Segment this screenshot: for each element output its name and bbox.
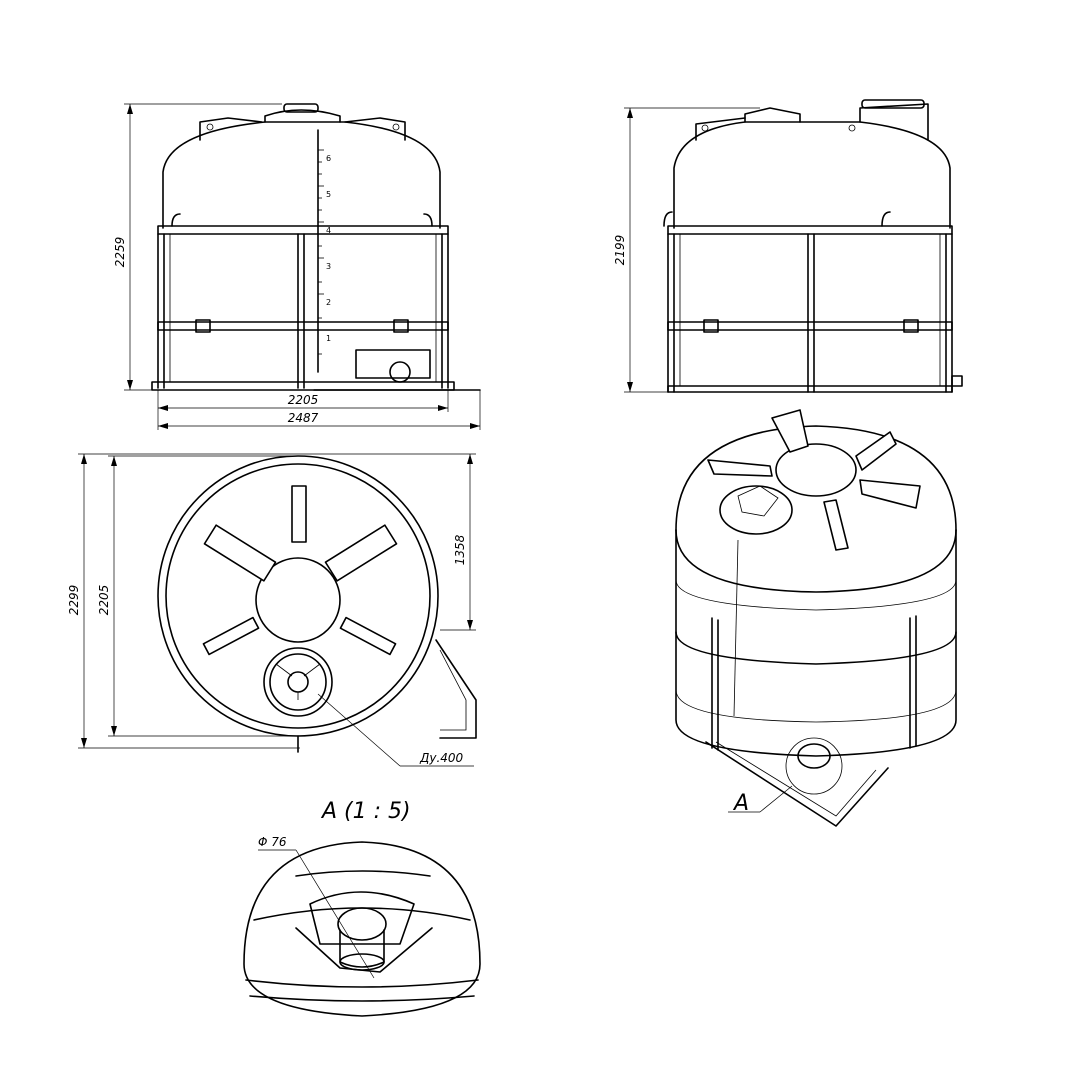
top-rib-northwest bbox=[203, 524, 277, 582]
side-tank-dome bbox=[673, 121, 951, 229]
front-lug-left bbox=[199, 117, 263, 141]
top-hatch-outer bbox=[263, 647, 333, 717]
iso-callout-circle bbox=[785, 737, 843, 795]
iso-rib-southeast bbox=[859, 479, 921, 509]
top-rib-north bbox=[291, 485, 307, 543]
top-rib-northeast bbox=[324, 524, 398, 582]
side-lid bbox=[861, 99, 925, 109]
front-lug-right bbox=[344, 117, 406, 141]
front-scale-mark-4: 4 bbox=[326, 226, 331, 235]
detail-recess bbox=[295, 927, 433, 973]
iso-outlet bbox=[797, 743, 831, 769]
iso-rib-east bbox=[855, 431, 897, 471]
front-frame-mid-rail bbox=[157, 321, 449, 331]
front-view: 1 2 3 4 5 6 2259 2205 2487 bbox=[113, 103, 481, 430]
iso-rib-south bbox=[823, 499, 849, 551]
side-view: 2199 bbox=[613, 99, 963, 393]
side-frame-mid-rail bbox=[667, 321, 953, 331]
front-bolt-left bbox=[195, 319, 211, 333]
iso-callout-label: A bbox=[732, 791, 749, 816]
top-hatch-inner bbox=[269, 653, 327, 711]
top-inner-rim bbox=[165, 463, 431, 729]
front-lid bbox=[283, 103, 319, 113]
top-hatch-leader bbox=[317, 693, 401, 767]
iso-level-scale bbox=[733, 539, 739, 717]
isometric-view: A bbox=[675, 409, 957, 827]
front-scale-mark-2: 2 bbox=[326, 298, 331, 307]
side-tank-neck bbox=[744, 107, 801, 123]
detail-outline bbox=[243, 841, 481, 1017]
detail-fitting-bottom bbox=[339, 953, 385, 971]
iso-hatch-cover bbox=[737, 485, 779, 517]
front-scale-mark-6: 6 bbox=[326, 154, 331, 163]
side-lid-housing bbox=[859, 103, 929, 141]
detail-diameter-label: Φ 76 bbox=[258, 835, 287, 849]
front-scale-mark-3: 3 bbox=[326, 262, 331, 271]
iso-rib-west bbox=[707, 459, 773, 477]
top-rib-southeast bbox=[339, 616, 397, 656]
front-scale-mark-5: 5 bbox=[326, 190, 331, 199]
detail-title: A (1 : 5) bbox=[320, 799, 411, 824]
top-hatch-label: Ду.400 bbox=[419, 751, 464, 765]
top-outer-label: 2299 bbox=[67, 585, 81, 616]
front-scale-mark-1: 1 bbox=[326, 334, 331, 343]
top-offset-label: 1358 bbox=[453, 534, 467, 565]
side-height-label: 2199 bbox=[613, 235, 627, 266]
iso-dome-top bbox=[675, 425, 957, 531]
front-tank-dome bbox=[162, 121, 441, 229]
front-outlet-recess bbox=[355, 349, 431, 379]
iso-dome-rim bbox=[675, 529, 957, 593]
iso-body bbox=[675, 529, 957, 757]
iso-mid-band bbox=[675, 631, 957, 665]
detail-lower-band bbox=[245, 979, 479, 988]
detail-view: A (1 : 5) Φ 76 bbox=[243, 799, 481, 1017]
detail-upper-band bbox=[253, 907, 471, 921]
detail-diameter-leader bbox=[295, 849, 375, 979]
iso-center-neck bbox=[775, 443, 857, 497]
front-outlet-fitting bbox=[389, 361, 411, 383]
front-tank-neck bbox=[264, 109, 341, 123]
top-view: 2299 2205 1358 Ду.400 bbox=[67, 453, 477, 767]
detail-socket bbox=[309, 891, 415, 945]
front-frame-top-rail bbox=[157, 225, 449, 235]
side-frame-base bbox=[667, 385, 953, 393]
side-frame-top-rail bbox=[667, 225, 953, 235]
front-bolt-right bbox=[393, 319, 409, 333]
iso-rib-north bbox=[771, 409, 809, 453]
front-lug-hole-right bbox=[392, 123, 400, 131]
front-frame-base bbox=[151, 381, 455, 391]
iso-hatch bbox=[719, 485, 793, 535]
front-outer-width-label: 2487 bbox=[288, 411, 319, 425]
top-center-neck bbox=[255, 557, 341, 643]
iso-callout-leader bbox=[759, 785, 793, 813]
top-outlet-bracket bbox=[435, 639, 477, 739]
front-inner-width-label: 2205 bbox=[288, 393, 319, 407]
detail-fitting-top bbox=[337, 907, 387, 941]
side-lug-left bbox=[695, 117, 746, 141]
front-level-ticks bbox=[318, 149, 324, 355]
front-lug-hole-left bbox=[206, 123, 214, 131]
top-inner-label: 2205 bbox=[97, 585, 111, 616]
front-height-label: 2259 bbox=[113, 237, 127, 268]
iso-base-bracket bbox=[705, 741, 889, 827]
top-rib-southwest bbox=[202, 616, 260, 656]
